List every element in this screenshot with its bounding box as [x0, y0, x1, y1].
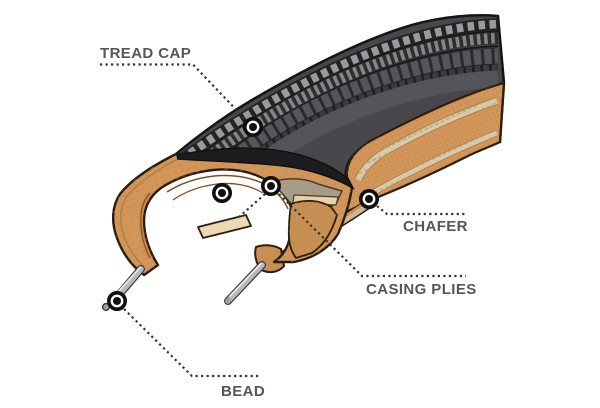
- tread-cut-face: [176, 147, 356, 191]
- sidewall-stripes: [354, 97, 499, 200]
- casing-interior: [270, 178, 344, 260]
- bead-label: BEAD: [221, 383, 266, 400]
- tread-cap-leader: [100, 63, 246, 120]
- chafer-label: CHAFER: [403, 218, 468, 235]
- leader-lines: [100, 63, 467, 378]
- casing-plies-marker: [260, 176, 281, 197]
- callout-markers: [107, 117, 379, 311]
- right-bead-wire: [224, 261, 266, 305]
- cut-ply-tab: [197, 214, 252, 239]
- casing-plies-leader-ext: [238, 193, 266, 218]
- casing-plies-marker-left: [212, 183, 233, 204]
- casing-plies-leader: [278, 193, 466, 278]
- ply-seam-lines: [120, 158, 289, 267]
- bead-leader: [123, 308, 261, 378]
- chafer-leader: [376, 205, 467, 216]
- casing-cross-section: [112, 147, 356, 277]
- sidewall: [339, 81, 506, 216]
- casing-plies-label: CASING PLIES: [366, 281, 477, 298]
- chafer-marker: [358, 189, 379, 210]
- bead-marker: [107, 290, 128, 311]
- tread-cap-label: TREAD CAP: [100, 45, 192, 62]
- tread-cap-marker: [243, 117, 264, 138]
